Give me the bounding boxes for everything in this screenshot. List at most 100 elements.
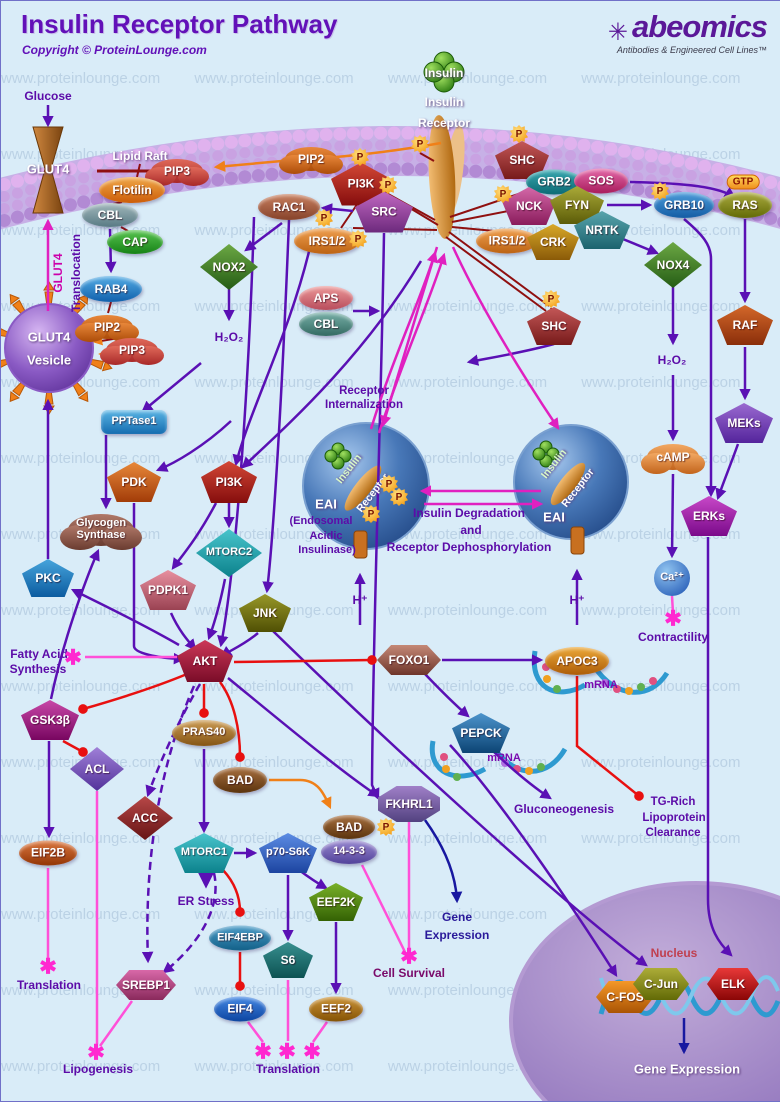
phospho-badge: P [380,475,398,493]
node-eif4: EIF4 [214,996,266,1022]
label-receptor-internalization-2: Internalization [325,399,403,411]
label-vesicle-2: Vesicle [26,352,72,368]
label-fatty-acid-1: Fatty Acid [10,647,68,661]
label-fatty-acid-2: Synthesis [9,662,67,676]
glut4-channel-shape [32,126,64,214]
page-title: Insulin Receptor Pathway [21,9,338,39]
node-irs12-left: IRS1/2 [294,228,360,254]
node-pip2-left: PIP2 [74,315,140,343]
node-cbl-left: CBL [82,203,138,227]
phospho-badge: P [542,290,560,308]
node-rab4: RAB4 [80,276,142,302]
node-pptase1: PPTase1 [101,410,167,434]
node-elk: ELK [707,968,759,1000]
glut4-vesicle-shape [1,281,114,415]
endosome-right [513,424,629,555]
node-eif4ebp: EIF4EBP [209,925,271,951]
label-tg-rich-1: TG-Rich [650,796,696,808]
label-mrna-apoc3: mRNA [584,679,618,691]
label-translation-mid: Translation [255,1062,321,1076]
label-vesicle-1: GLUT4 [27,329,71,345]
label-h-plus-left: H⁺ [352,593,368,607]
phospho-badge: P [377,818,395,836]
phospho-badge: P [349,230,367,248]
asterisk-contractility: ✱ [664,607,682,631]
label-gene-expression-bottom: Gene Expression [633,1061,741,1077]
node-srebp1: SREBP1 [116,970,176,1000]
insulin-receptor-shape [423,51,465,239]
node-pip3-left: PIP3 [99,338,165,366]
label-degradation-3: Receptor Dephosphorylation [386,540,552,554]
label-mrna-pepck: mRNA [487,752,521,764]
node-ca2: Ca²⁺ [654,560,690,596]
asterisk-translation-1: ✱ [254,1040,272,1064]
node-pip3-membrane: PIP3 [144,159,210,187]
logo-star-icon: ✳ [607,19,628,47]
node-bad-lower: BAD [323,815,375,839]
asterisk-translation-left: ✱ [39,955,57,979]
pathway-arrows [42,105,751,1055]
node-bad-upper: BAD [213,767,267,793]
asterisk-lipogenesis: ✱ [87,1041,105,1065]
label-eai-right: EAI [543,509,565,525]
label-eai-sub-2: Acidic [309,530,343,542]
label-degradation-2: and [460,523,482,537]
node-cbl-mid: CBL [299,312,353,336]
logo-wordmark: abeomics [631,9,768,44]
label-insulin: Insulin [424,66,464,80]
label-eai-sub-3: Insulinase) [298,544,356,556]
label-lipid-raft: Lipid Raft [112,149,168,163]
node-cjun: C-Jun [633,968,689,1000]
label-insulin-receptor-2: Receptor [417,116,471,130]
node-irs12-right: IRS1/2 [476,228,538,254]
label-receptor-internalization-1: Receptor [339,385,389,397]
label-h2o2-right: H₂O₂ [657,353,687,367]
label-insulin-receptor-1: Insulin [424,95,464,109]
node-14-3-3: 14-3-3 [321,840,377,864]
node-pras40: PRAS40 [172,720,236,746]
phospho-badge: P [651,182,669,200]
label-gluconeogenesis: Gluconeogenesis [513,802,615,816]
node-ras: RAS [718,192,772,218]
node-fkhrl1: FKHRL1 [378,786,440,822]
label-degradation-1: Insulin Degradation [412,506,526,520]
node-apoc3: APOC3 [545,647,609,675]
node-rac1: RAC1 [258,194,320,220]
label-contractility: Contractility [637,630,709,644]
phospho-badge: P [379,176,397,194]
endosome-left [302,422,430,559]
node-aps: APS [299,286,353,310]
node-camp: cAMP [640,444,706,474]
label-gene-expression-mid-1: Gene [441,910,473,924]
label-h-plus-right: H⁺ [569,593,585,607]
asterisk-fatty-acid: ✱ [64,646,82,670]
label-tg-rich-2: Lipoprotein [642,812,706,824]
phospho-badge: P [362,505,380,523]
phospho-badge: P [390,488,408,506]
label-tg-rich-3: Clearance [645,827,701,839]
abeomics-logo: ✳abeomics Antibodies & Engineered Cell L… [607,9,768,56]
asterisk-translation-3: ✱ [303,1040,321,1064]
label-translation-left: Translation [16,978,82,992]
node-foxo1: FOXO1 [377,645,441,675]
label-eai-sub-1: (Endosomal [289,515,353,527]
node-eef2: EEF2 [309,996,363,1022]
label-glut4-channel: GLUT4 [26,161,70,177]
label-lipogenesis: Lipogenesis [62,1062,134,1076]
copyright-text: Copyright © ProteinLounge.com [22,43,207,57]
logo-tagline: Antibodies & Engineered Cell Lines™ [616,45,767,56]
label-cell-survival: Cell Survival [372,966,446,980]
label-eai-left: EAI [315,496,337,512]
asterisk-translation-2: ✱ [278,1040,296,1064]
label-gene-expression-mid-2: Expression [424,928,490,942]
phospho-badge: P [411,135,429,153]
node-flotilin: Flotilin [99,177,165,203]
phospho-badge: P [494,185,512,203]
phospho-badge: P [351,148,369,166]
label-glut4-translocation-1: GLUT4 [51,253,65,293]
phospho-badge: P [510,125,528,143]
node-eif2b: EIF2B [19,840,77,866]
